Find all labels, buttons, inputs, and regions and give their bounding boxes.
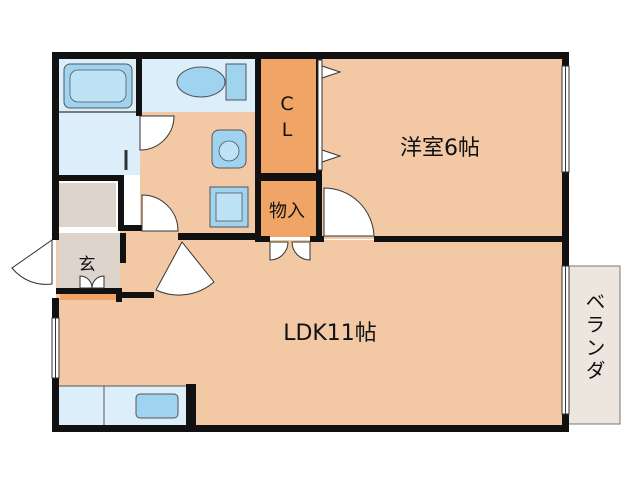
storage-door-right: [291, 241, 311, 261]
entrance-step: [60, 292, 116, 300]
toilet-tank: [225, 63, 247, 101]
walls: [52, 52, 569, 432]
doors: [11, 115, 375, 296]
shoe-cabinet: [58, 183, 116, 227]
closet-doors: [317, 59, 342, 171]
ldk-label: LDK11帖: [283, 321, 377, 346]
western-room-label: 洋室6帖: [400, 136, 480, 161]
bathroom-door: [139, 115, 175, 151]
western-room-door: [323, 187, 375, 237]
toilet-bowl: [176, 66, 226, 98]
balcony-label: ベランダ: [582, 291, 606, 383]
washing-machine-inner: [215, 192, 243, 222]
closet-cl-floor: [258, 57, 318, 173]
closet-label-c: C: [280, 93, 293, 115]
bathtub-inner: [69, 69, 127, 103]
closet-label-l: L: [282, 119, 293, 141]
washbasin-bowl: [218, 140, 240, 162]
hall-door: [141, 194, 179, 232]
kitchen-sink: [135, 393, 179, 419]
shoe-door-right: [91, 275, 105, 289]
entrance-label: 玄: [79, 255, 96, 275]
entrance-door: [11, 239, 53, 285]
entrance-floor: [58, 233, 120, 288]
storage-label: 物入: [269, 201, 305, 222]
ldk-door: [155, 241, 215, 296]
storage-door-left: [269, 241, 289, 261]
storage-floor: [258, 181, 318, 237]
